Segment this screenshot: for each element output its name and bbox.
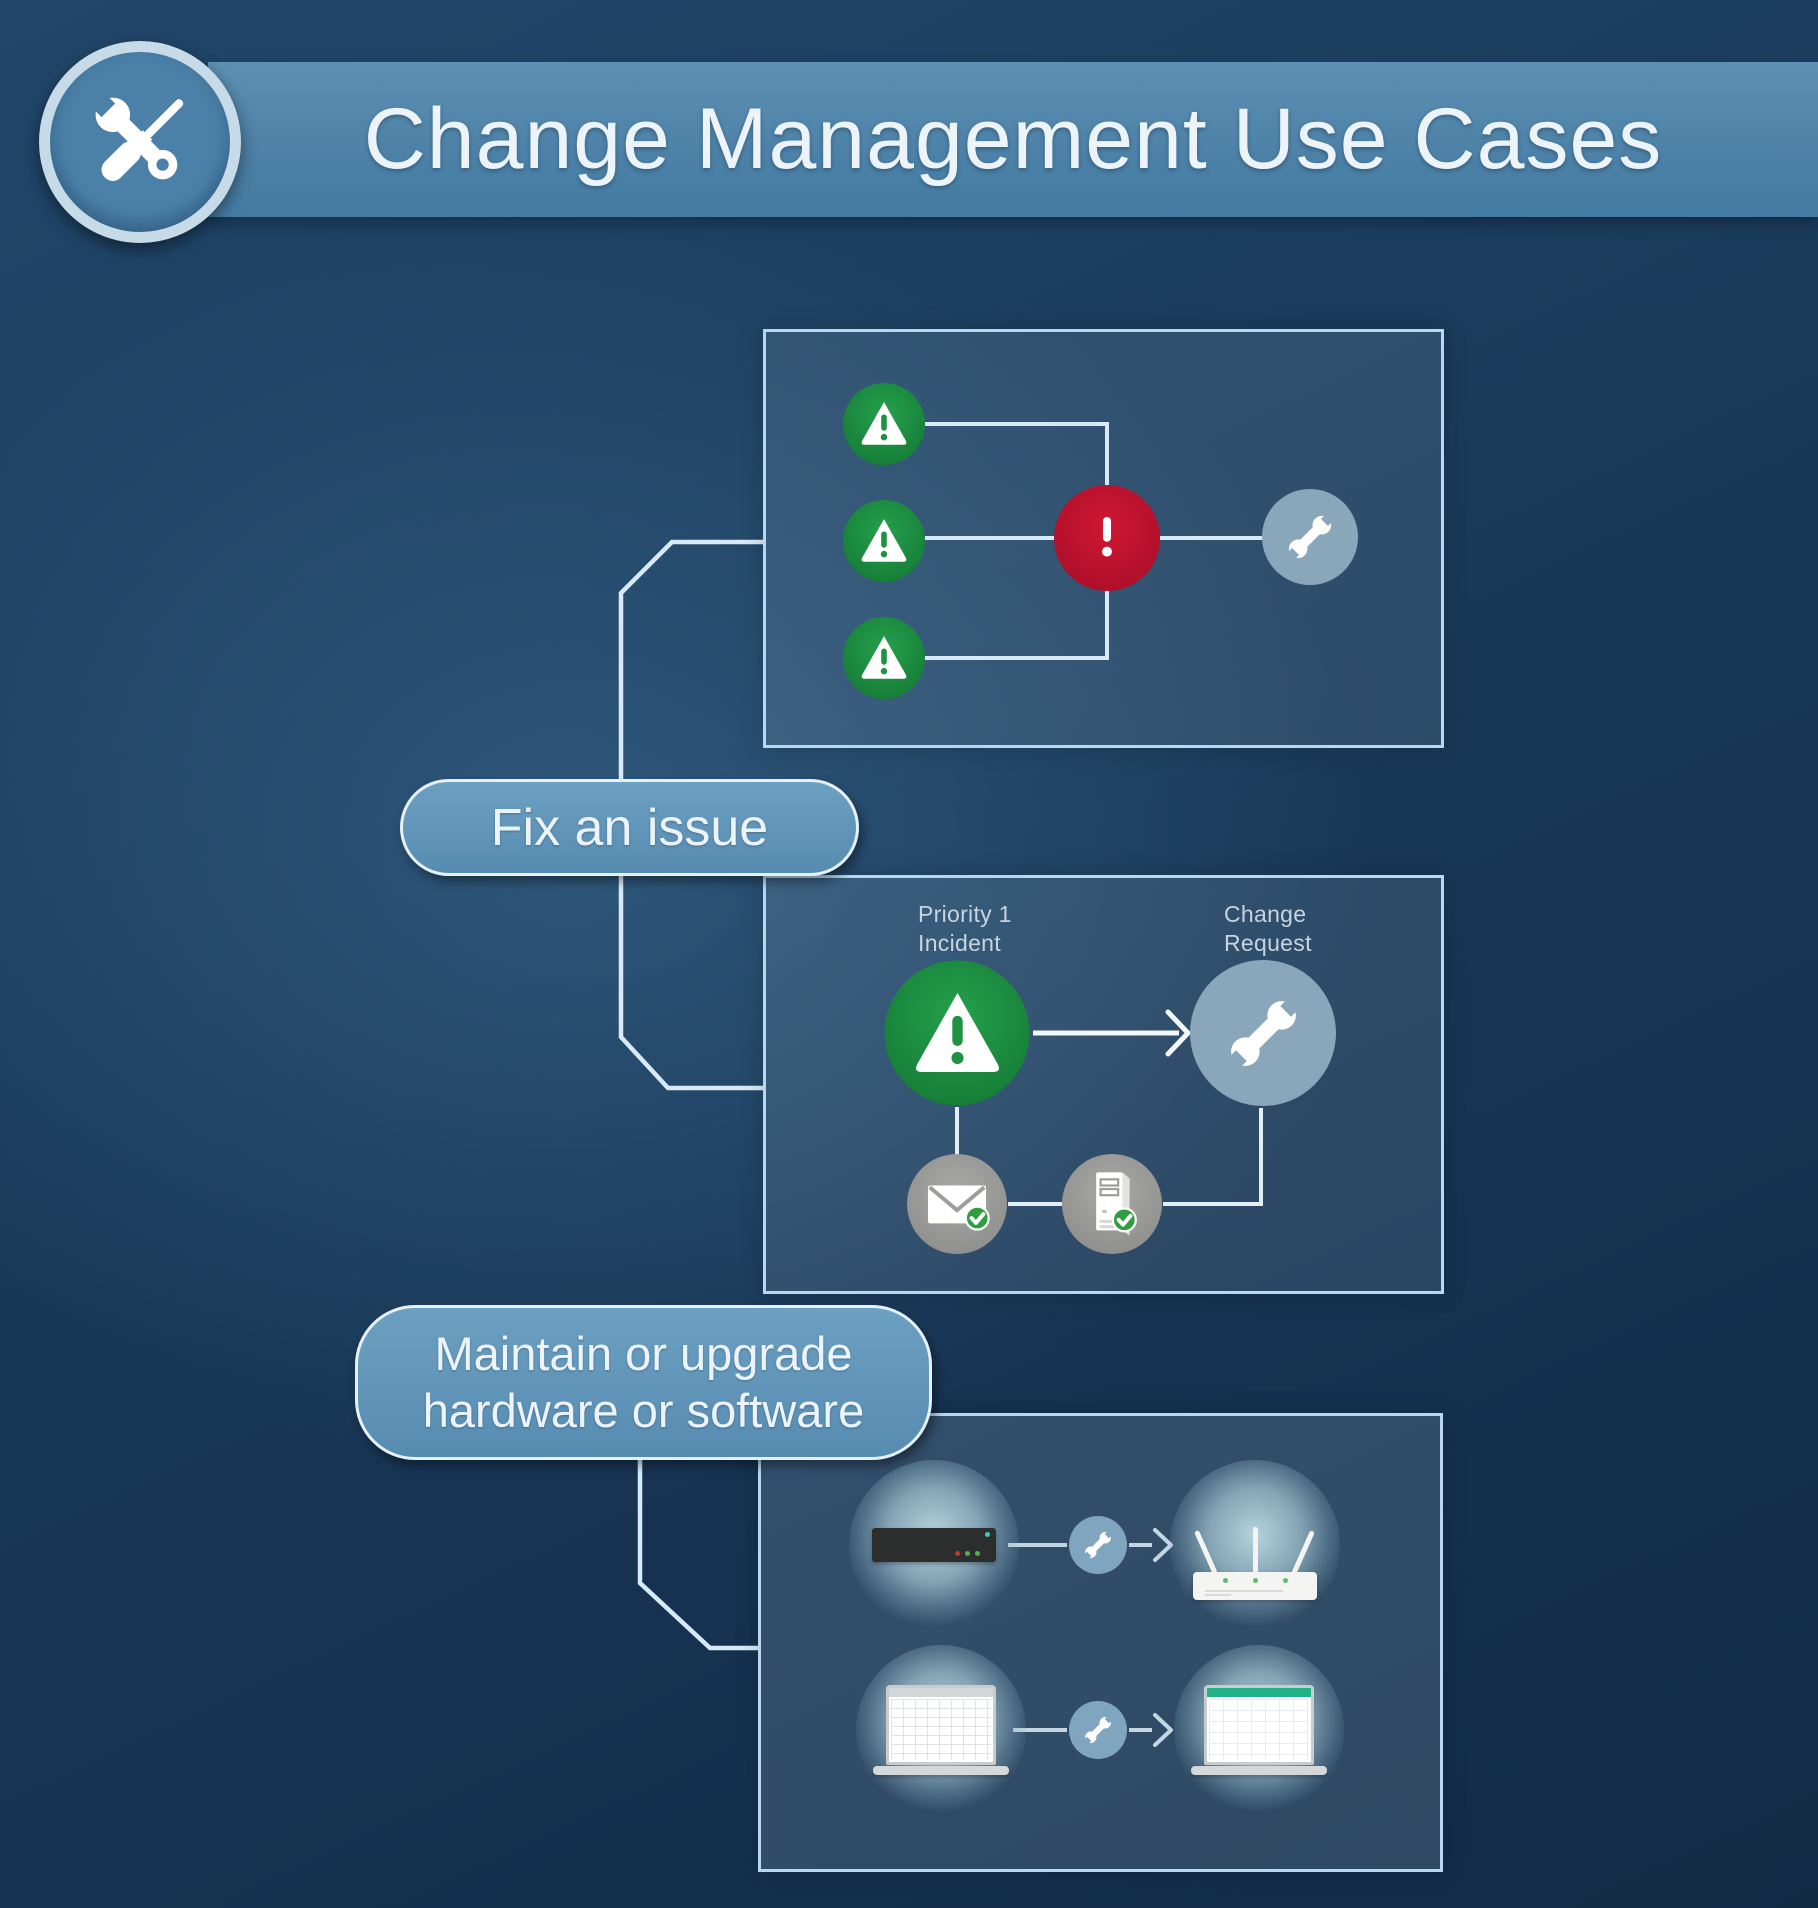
- wrench-icon: [1082, 1529, 1114, 1561]
- alert-circle-3: [843, 617, 925, 699]
- wrench-icon: [1082, 1714, 1114, 1746]
- panel-fix-flow: Priority 1 Incident Change Request: [763, 875, 1444, 1294]
- warning-triangle-icon: [861, 402, 907, 445]
- warning-triangle-icon: [861, 519, 907, 562]
- upgrade-wrench-circle-1: [1069, 1516, 1127, 1574]
- system-approval-circle: [1062, 1154, 1162, 1254]
- priority-incident-label: Priority 1 Incident: [918, 901, 1012, 956]
- maintain-label-line2: hardware or software: [422, 1383, 865, 1437]
- maintain-upgrade-pill: Maintain or upgrade hardware or software: [355, 1305, 932, 1460]
- fix-issue-pill: Fix an issue: [400, 779, 859, 876]
- computer-check-icon: [1096, 1172, 1137, 1236]
- change-request-label: Change Request: [1224, 901, 1312, 956]
- panel-fix-detect: [763, 329, 1444, 748]
- envelope-check-icon: [927, 1185, 990, 1231]
- panel1-connectors: [925, 422, 1266, 660]
- wrench-icon: [1284, 511, 1336, 563]
- change-request-circle: [1190, 960, 1336, 1106]
- upgrade-wrench-circle-2: [1069, 1701, 1127, 1759]
- connector-maintain-branch: [637, 1432, 758, 1651]
- exclamation-icon: [1102, 516, 1112, 557]
- alert-circle-2: [843, 500, 925, 582]
- wrench-screwdriver-icon: [87, 89, 184, 181]
- change-request-circle-small: [1262, 489, 1358, 585]
- router-icon: [1193, 1524, 1317, 1600]
- warning-triangle-icon: [861, 636, 907, 679]
- tools-badge: [39, 41, 241, 243]
- warning-triangle-icon: [915, 992, 999, 1072]
- email-approval-circle: [907, 1154, 1007, 1254]
- panel3-connectors: [1008, 1528, 1173, 1747]
- page-title: Change Management Use Cases: [363, 91, 1663, 187]
- header-banner: Change Management Use Cases: [208, 62, 1818, 217]
- panel-maintain-flow: [758, 1413, 1443, 1872]
- wrench-icon: [1224, 994, 1302, 1072]
- alert-circle-1: [843, 383, 925, 465]
- server-icon: [872, 1528, 996, 1562]
- maintain-label-line1: Maintain or upgrade: [434, 1327, 853, 1381]
- priority-incident-circle: [884, 960, 1030, 1106]
- critical-incident-circle: [1054, 485, 1160, 591]
- laptop-upgraded-icon: [1191, 1685, 1327, 1775]
- panel2-connectors: [955, 1009, 1263, 1206]
- fix-issue-label: Fix an issue: [490, 798, 769, 857]
- laptop-spreadsheet-icon: [873, 1685, 1009, 1775]
